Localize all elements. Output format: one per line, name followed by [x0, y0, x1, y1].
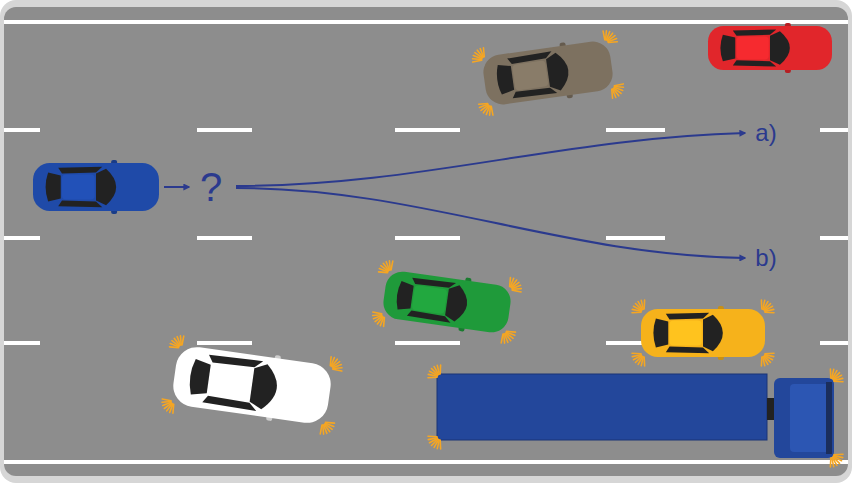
- hazard-light: [428, 365, 441, 378]
- lane-dash: [197, 236, 252, 240]
- lane-dash: [606, 236, 665, 240]
- white-van: [160, 334, 343, 435]
- hazard-light: [320, 421, 334, 435]
- lane-dash: [4, 128, 40, 132]
- lane-dash: [820, 341, 848, 345]
- lane-dash: [197, 341, 252, 345]
- red-car: [708, 23, 832, 73]
- hazard-light: [611, 84, 625, 98]
- hazard-light: [603, 29, 617, 43]
- hazard-light: [501, 330, 515, 344]
- lane-dash: [395, 236, 460, 240]
- lane-dash: [820, 236, 848, 240]
- hazard-light: [329, 357, 343, 371]
- edge-line: [4, 460, 848, 464]
- road: [4, 7, 848, 476]
- hazard-light: [428, 436, 441, 449]
- option-label: a): [755, 121, 776, 145]
- hazard-light: [761, 300, 774, 313]
- hazard-light: [761, 353, 774, 366]
- brown-car: [471, 29, 625, 117]
- truck: [428, 365, 843, 467]
- hazard-light: [379, 259, 393, 273]
- blue-car: [33, 160, 159, 214]
- path-a: [236, 133, 745, 186]
- question-mark: ?: [200, 167, 222, 207]
- green-car: [371, 259, 523, 344]
- hazard-light: [632, 300, 645, 313]
- lane-dash: [395, 128, 460, 132]
- yellow-car: [632, 300, 774, 366]
- hazard-light: [471, 48, 485, 62]
- path-b: [236, 188, 745, 258]
- lane-dash: [820, 128, 848, 132]
- hazard-light: [479, 102, 493, 116]
- hazard-light: [160, 399, 174, 413]
- hazard-light: [632, 353, 645, 366]
- lane-dash: [606, 128, 665, 132]
- lane-dash: [4, 236, 40, 240]
- hazard-light: [170, 334, 184, 348]
- hazard-light: [830, 369, 843, 382]
- direction-arrow: [164, 186, 189, 188]
- lane-dash: [197, 128, 252, 132]
- edge-line: [4, 20, 848, 24]
- lane-dash: [395, 341, 460, 345]
- hazard-light: [509, 278, 523, 292]
- option-label: b): [755, 246, 776, 270]
- hazard-light: [830, 454, 843, 467]
- hazard-light: [371, 312, 385, 326]
- lane-dash: [4, 341, 40, 345]
